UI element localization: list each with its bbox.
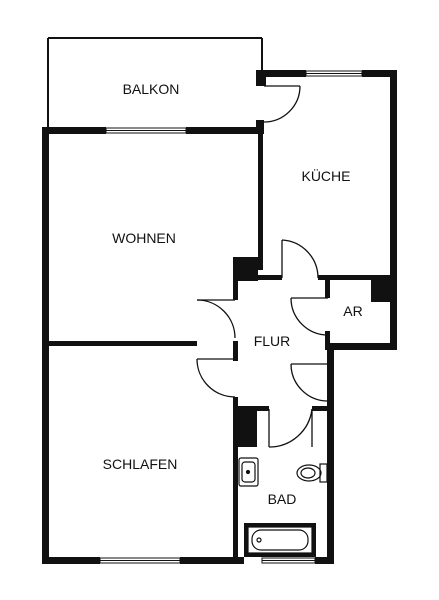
windows (99, 70, 363, 564)
exterior-walls (42, 70, 397, 564)
room-label-bad: BAD (268, 491, 297, 507)
door-swings (196, 85, 329, 448)
toilet-icon (296, 463, 328, 483)
sink-icon (238, 457, 259, 487)
room-label-flur: FLUR (254, 333, 291, 349)
interior-walls (49, 130, 397, 562)
room-label-ar: AR (343, 303, 362, 319)
room-label-schlafen: SCHLAFEN (103, 456, 178, 472)
room-label-wohnen: WOHNEN (112, 230, 176, 246)
room-label-balkon: BALKON (123, 81, 180, 97)
bathtub-icon (244, 523, 316, 557)
balcony-outline (47, 37, 263, 130)
room-label-kueche: KÜCHE (301, 167, 350, 184)
